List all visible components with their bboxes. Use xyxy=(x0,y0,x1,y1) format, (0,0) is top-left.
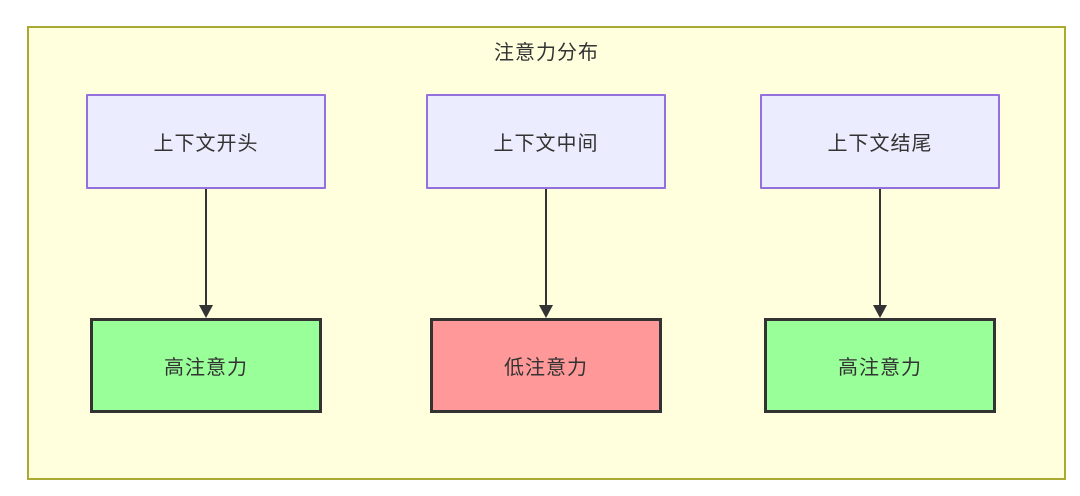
node-low-attention: 低注意力 xyxy=(430,318,662,413)
arrow-line xyxy=(205,189,207,307)
edge-context-end-to-high xyxy=(873,189,887,318)
node-context-start: 上下文开头 xyxy=(86,94,326,189)
node-context-middle-label: 上下文中间 xyxy=(493,133,599,155)
arrow-down-icon xyxy=(539,305,553,318)
node-high-attention-right: 高注意力 xyxy=(764,318,996,413)
node-context-middle: 上下文中间 xyxy=(426,94,666,189)
diagram-title: 注意力分布 xyxy=(494,42,599,64)
arrow-line xyxy=(879,189,881,307)
arrow-down-icon xyxy=(873,305,887,318)
edge-context-start-to-high xyxy=(199,189,213,318)
edge-context-middle-to-low xyxy=(539,189,553,318)
arrow-line xyxy=(545,189,547,307)
node-context-end-label: 上下文结尾 xyxy=(827,133,933,155)
node-high-attention-left: 高注意力 xyxy=(90,318,322,413)
arrow-down-icon xyxy=(199,305,213,318)
node-high-attention-right-label: 高注意力 xyxy=(838,357,922,379)
node-high-attention-left-label: 高注意力 xyxy=(164,357,248,379)
node-context-end: 上下文结尾 xyxy=(760,94,1000,189)
node-context-start-label: 上下文开头 xyxy=(153,133,259,155)
attention-distribution-cluster: 注意力分布 上下文开头 高注意力 上下文中间 低注意力 上下文结尾 xyxy=(27,26,1066,480)
node-low-attention-label: 低注意力 xyxy=(504,357,588,379)
